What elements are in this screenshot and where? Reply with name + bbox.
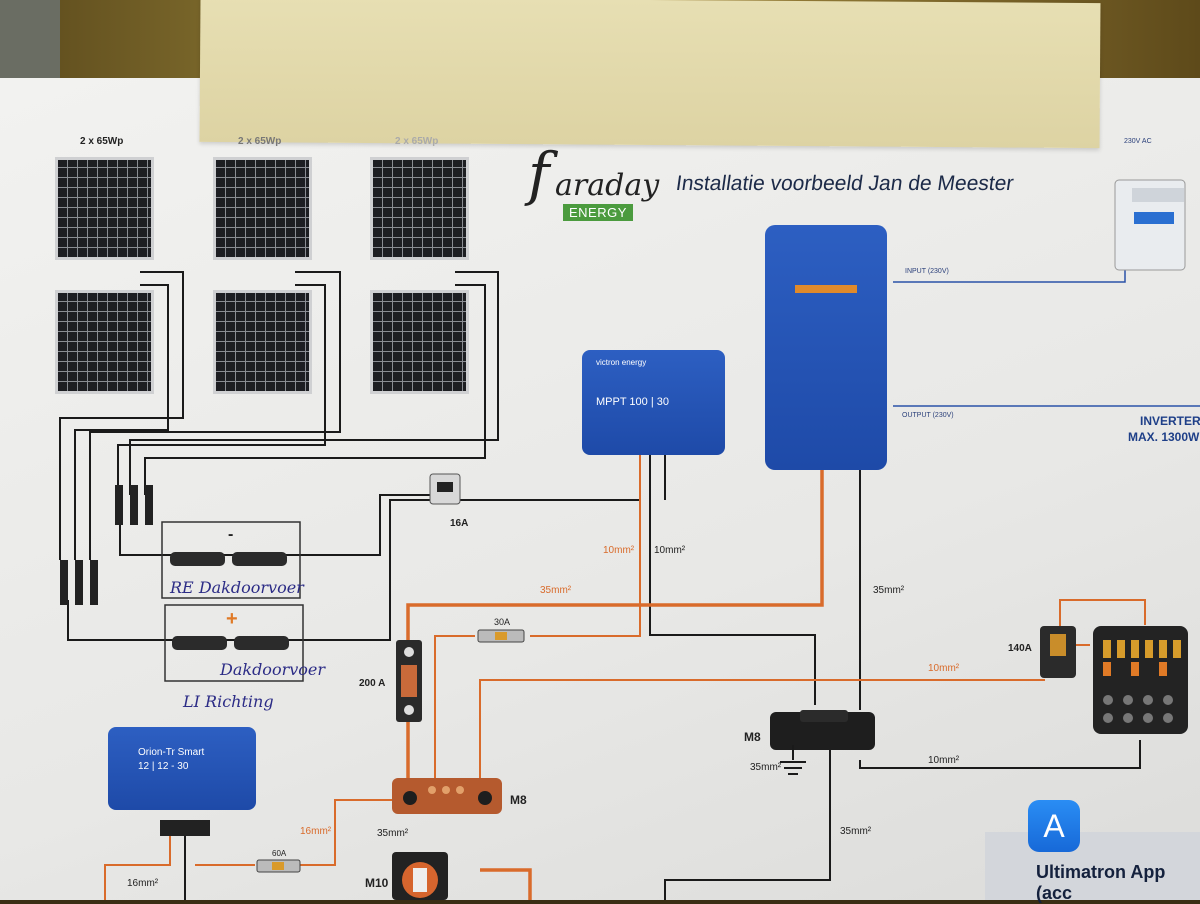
inverter-output-label: OUTPUT (230V)	[902, 412, 954, 419]
panel-label-3: 2 x 65Wp	[395, 136, 439, 147]
wire-label: 10mm²	[654, 545, 686, 556]
fuse-label: 60A	[272, 849, 287, 858]
busbar-label: M8	[744, 730, 761, 744]
mppt-model: MPPT 100 | 30	[596, 396, 669, 408]
inverter-title-line1: INVERTER	[1140, 414, 1200, 428]
wire-label: 16mm²	[127, 878, 159, 889]
wire-label: 10mm²	[603, 545, 635, 556]
app-label: Ultimatron App (acc	[1036, 862, 1166, 903]
wire-label: 10mm²	[928, 663, 960, 674]
energy-badge: ENERGY	[563, 204, 633, 221]
wire-label: 35mm²	[750, 762, 782, 773]
orion-dc-dc-charger: Orion-Tr Smart 12 | 12 - 30	[108, 727, 256, 810]
solar-panel	[55, 157, 154, 260]
solar-panel	[213, 157, 312, 260]
wire-label: 10mm²	[928, 755, 960, 766]
app-store-icon: A	[1028, 800, 1080, 852]
solar-panel	[370, 290, 469, 394]
wire-label: 35mm²	[873, 585, 905, 596]
breaker-label: 16A	[450, 518, 469, 529]
wire-label: 35mm²	[377, 828, 409, 839]
orion-line2: 12 | 12 - 30	[138, 761, 189, 772]
panel-label-2: 2 x 65Wp	[238, 136, 282, 147]
panel-label-1: 2 x 65Wp	[80, 136, 124, 147]
inverter-title-line2: MAX. 1300W	[1128, 430, 1200, 444]
solar-panel	[55, 290, 154, 394]
faraday-logo-word: araday	[555, 168, 660, 203]
inverter-unit	[765, 225, 887, 470]
inverter-led-bar	[795, 285, 857, 293]
busbar-label: M8	[510, 793, 527, 807]
switch-label: M10	[365, 876, 389, 890]
background-object	[0, 0, 60, 90]
mppt-charge-controller: victron energy MPPT 100 | 30	[582, 350, 725, 455]
inverter-input-label: INPUT (230V)	[905, 268, 949, 275]
fuse-label: 200 A	[359, 678, 386, 689]
faraday-logo-mark: f	[528, 140, 550, 208]
orion-line1: Orion-Tr Smart	[138, 747, 205, 758]
app-banner	[985, 832, 1200, 900]
ac-box-label: 230V AC	[1124, 138, 1152, 145]
mppt-brand: victron energy	[596, 358, 647, 367]
plus-sign: +	[226, 608, 238, 630]
orion-terminal-block	[160, 820, 210, 836]
wire-label: 16mm²	[300, 826, 332, 837]
minus-sign: -	[228, 526, 234, 543]
diagram-title: Installatie voorbeeld Jan de Meester	[674, 172, 1016, 195]
solar-panel	[370, 157, 469, 260]
fuse-label: 30A	[494, 617, 511, 627]
wire-label: 35mm²	[540, 585, 572, 596]
wire-label: 35mm²	[840, 826, 872, 837]
handwritten-note: LI Richting	[183, 692, 274, 711]
handwritten-note: Dakdoorvoer	[220, 660, 326, 679]
handwritten-note: RE Dakdoorvoer	[170, 578, 304, 597]
solar-panel	[213, 290, 312, 394]
fuse-label: 140A	[1008, 643, 1032, 654]
